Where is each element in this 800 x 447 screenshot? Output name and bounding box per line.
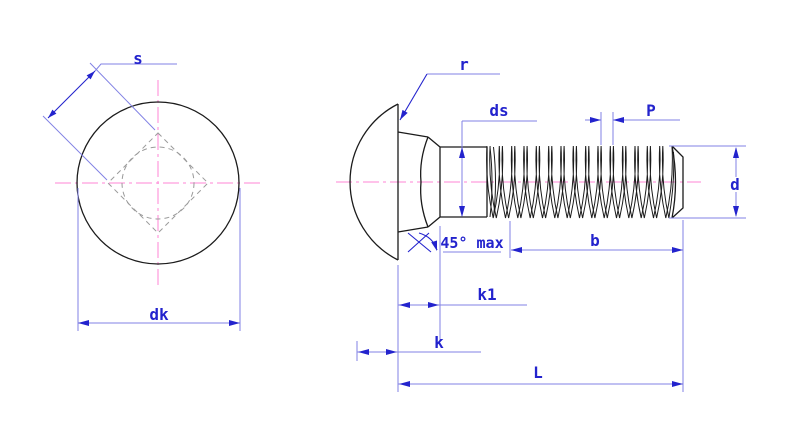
k-arrow-left <box>358 349 369 355</box>
d-dimension <box>669 145 746 219</box>
ds-dimension <box>461 120 537 216</box>
b-arrow-left <box>511 247 522 253</box>
k-arrow-right <box>386 349 397 355</box>
p-arrow-left <box>613 117 624 123</box>
d-arrow-up <box>733 147 739 158</box>
l-arrow-left <box>399 381 410 387</box>
k-dimension <box>356 341 481 361</box>
l-arrow-right <box>672 381 683 387</box>
label-k: k <box>434 333 444 352</box>
p-arrow-right <box>590 117 601 123</box>
label-l: L <box>533 363 543 382</box>
dimension-leaders <box>47 70 438 253</box>
centerlines <box>55 80 701 287</box>
ds-arrow-up <box>459 147 465 158</box>
s-dimension-line <box>47 70 96 119</box>
dimension-labels: s dk r ds P d b 45° max k1 k L <box>133 49 740 382</box>
square-neck-hidden-outline <box>107 132 209 234</box>
head-outline-circle <box>76 101 240 265</box>
dk-dimension <box>77 188 241 331</box>
arrowheads <box>48 71 739 387</box>
thread-zigzag-front <box>486 145 673 219</box>
s-extension-and-leader <box>42 62 177 181</box>
label-ds: ds <box>489 101 508 120</box>
k1-arrow-left <box>399 302 410 308</box>
dk-arrow-left <box>78 320 89 326</box>
p-dimension <box>585 112 680 145</box>
label-p: P <box>646 101 656 120</box>
label-d: d <box>730 175 740 194</box>
chamfer-arc-arrow <box>431 240 437 251</box>
shank-hidden-circle <box>121 146 195 220</box>
thread-section <box>486 145 684 219</box>
thread-zigzag-back <box>489 145 675 219</box>
label-s: s <box>133 49 143 68</box>
dk-arrow-right <box>229 320 240 326</box>
b-dimension <box>509 221 683 258</box>
square-neck-edges <box>397 131 441 233</box>
thread-runout-arcs <box>489 146 496 218</box>
s-arrow-lower <box>48 109 57 118</box>
chamfer-extension-and-underline <box>439 226 501 340</box>
bolt-tip-chamfer <box>671 145 684 219</box>
b-arrow-right <box>672 247 683 253</box>
k1-arrow-right <box>428 302 439 308</box>
d-arrow-down <box>733 206 739 217</box>
label-dk: dk <box>149 305 169 324</box>
label-r: r <box>459 55 469 74</box>
r-leader-arrow <box>400 109 408 120</box>
label-k1: k1 <box>477 285 496 304</box>
head-dome-arc <box>349 103 399 261</box>
s-arrow-upper <box>86 71 95 80</box>
front-view <box>76 101 240 265</box>
chamfer-cross-mark <box>407 232 432 253</box>
dimension-lines <box>42 62 746 392</box>
label-chamfer-angle: 45° max <box>440 234 503 252</box>
label-b: b <box>590 231 600 250</box>
front-view-hidden-lines <box>107 132 209 234</box>
square-neck-corner-arc <box>420 136 429 228</box>
ds-arrow-down <box>459 206 465 217</box>
